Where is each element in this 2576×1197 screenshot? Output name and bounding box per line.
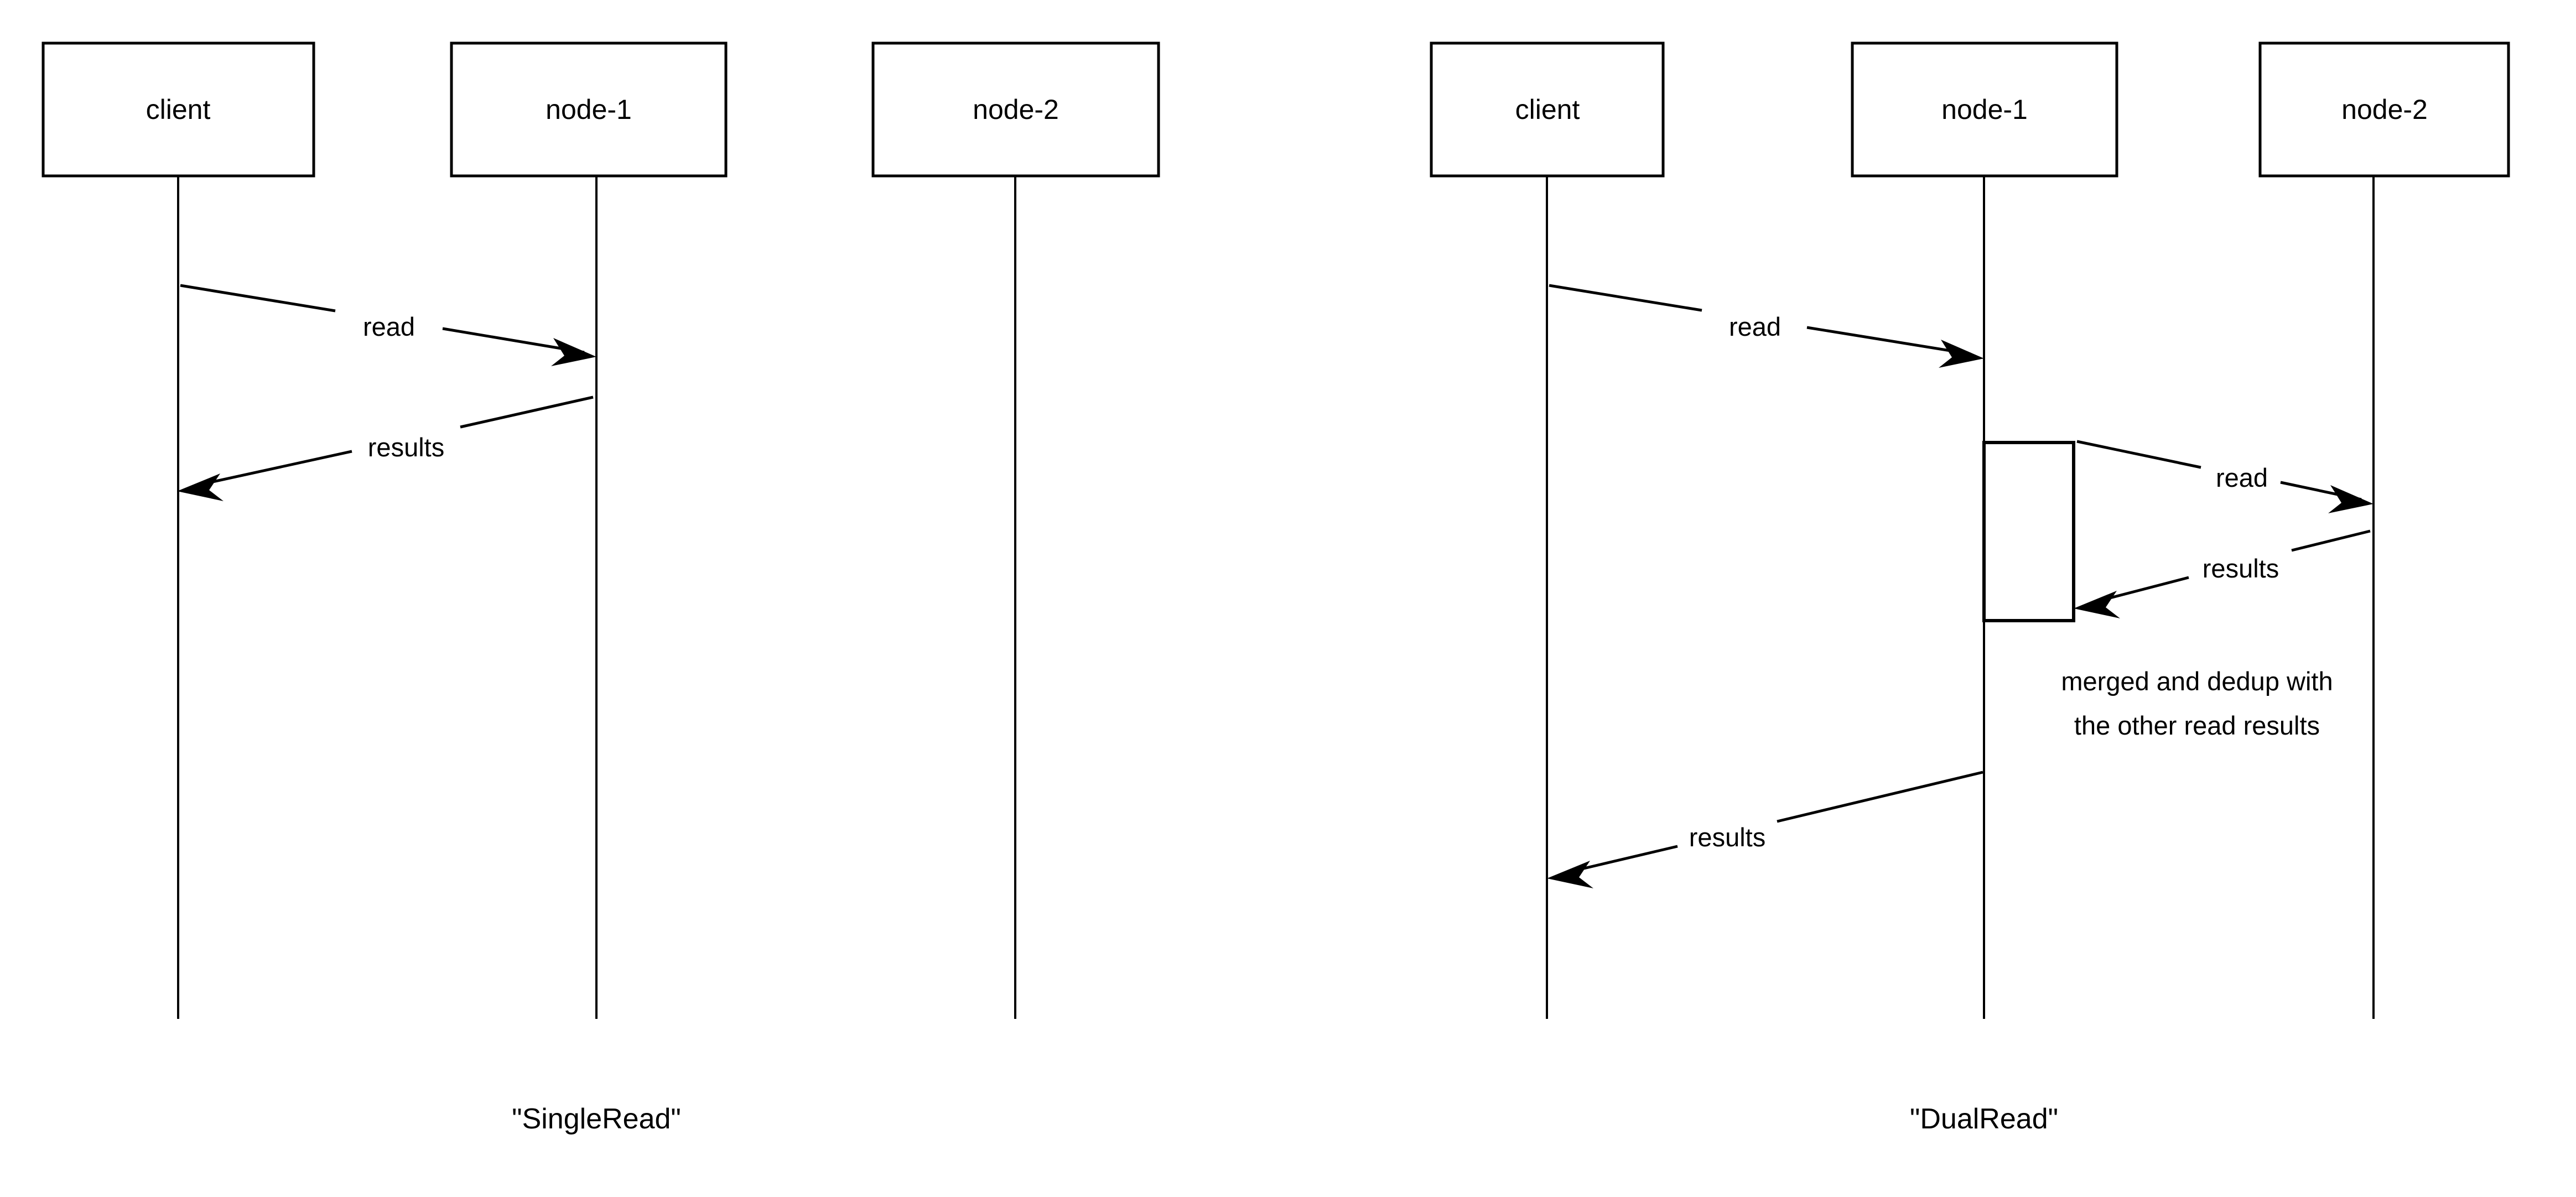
participant-label: node-2 [2341, 94, 2428, 125]
participant-node-1[interactable]: node-1 [450, 41, 728, 178]
message-line-segment-right [1806, 326, 1971, 356]
message-line-segment-right [2291, 529, 2371, 552]
message-label: read [2216, 463, 2268, 492]
message-results-node-2-to-node-1[interactable]: results [2074, 529, 2371, 618]
participant-box[interactable] [1430, 41, 1665, 178]
participant-box[interactable] [2258, 41, 2510, 178]
diagram-single-read: client node-1 node-2 read [41, 41, 1160, 1135]
message-label: results [1689, 823, 1765, 852]
message-label: results [368, 433, 444, 462]
message-results-node-1-to-client[interactable]: results [177, 395, 594, 501]
message-line-segment-left [1576, 845, 1678, 872]
diagram-dual-read: client node-1 node-2 read [1430, 41, 2510, 1135]
message-line-segment-left [1549, 284, 1702, 312]
participant-client[interactable]: client [1430, 41, 1665, 178]
message-label: read [1729, 312, 1781, 341]
arrow-head-right-icon [551, 338, 596, 366]
message-line-segment-left [210, 450, 352, 484]
message-read-node-1-to-node-2[interactable]: read [2076, 440, 2374, 513]
participant-box[interactable] [41, 41, 315, 178]
message-label: results [2203, 554, 2279, 583]
arrow-head-right-icon [1939, 340, 1984, 368]
participant-label: client [146, 94, 211, 125]
message-line-segment-right [1777, 771, 1983, 823]
participant-label: node-1 [546, 94, 632, 125]
participant-box[interactable] [450, 41, 728, 178]
message-line-segment-left [2103, 576, 2189, 601]
participant-node-2[interactable]: node-2 [2258, 41, 2510, 178]
message-line-segment-left [180, 284, 336, 313]
message-line-segment-left [2076, 440, 2201, 469]
note-line-1: merged and dedup with [2061, 667, 2333, 696]
arrow-head-left-icon [177, 473, 224, 501]
activation-box-node-1 [1982, 441, 2075, 622]
message-read-client-to-node-1[interactable]: read [1549, 284, 1984, 368]
arrow-head-left-icon [1547, 861, 1593, 888]
participant-client[interactable]: client [41, 41, 315, 178]
arrow-head-left-icon [2074, 591, 2120, 618]
arrow-head-right-icon [2328, 485, 2374, 513]
message-line-segment-right [460, 395, 594, 429]
diagram-caption: "SingleRead" [512, 1103, 681, 1135]
note-line-2: the other read results [2074, 711, 2320, 740]
participant-node-1[interactable]: node-1 [1851, 41, 2118, 178]
participant-node-2[interactable]: node-2 [871, 41, 1160, 178]
message-read-client-to-node-1[interactable]: read [180, 284, 596, 366]
participant-box[interactable] [1851, 41, 2118, 178]
message-label: read [363, 312, 415, 341]
participant-label: node-1 [1941, 94, 2028, 125]
message-results-node-1-to-client[interactable]: results [1547, 771, 1983, 888]
participant-label: node-2 [973, 94, 1059, 125]
note-merge-dedup: merged and dedup with the other read res… [2061, 667, 2333, 740]
participant-box[interactable] [871, 41, 1160, 178]
diagram-caption: "DualRead" [1910, 1103, 2058, 1135]
participant-label: client [1515, 94, 1580, 125]
